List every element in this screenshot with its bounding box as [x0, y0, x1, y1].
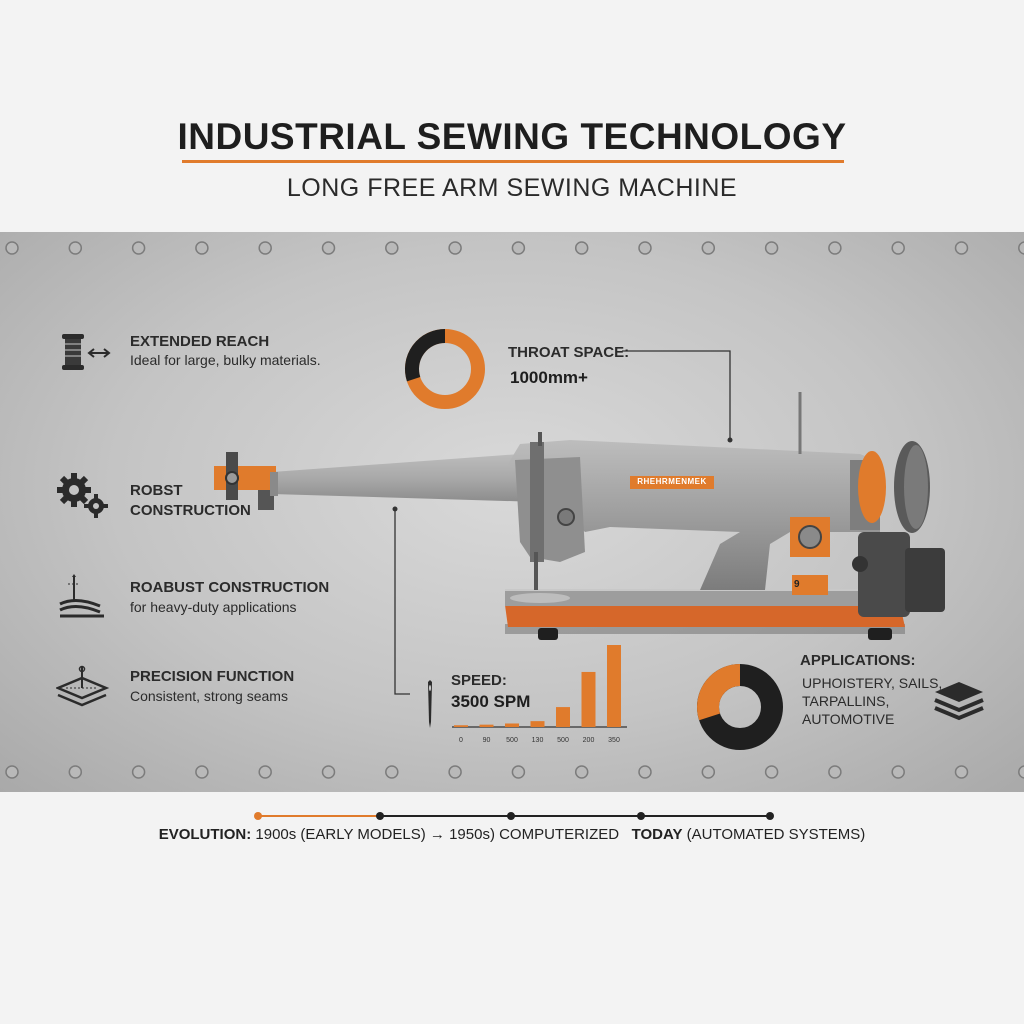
sewing-machine-illustration	[214, 392, 945, 640]
timeline-today: TODAY	[631, 826, 683, 843]
speed-bar	[581, 671, 596, 727]
machine-badge-text: RHEHRMENMEK	[637, 477, 707, 486]
feature-desc: for heavy-duty applications	[130, 599, 297, 615]
gears-icon	[57, 473, 108, 518]
speed-bar	[505, 723, 519, 727]
feature-desc: Ideal for large, bulky materials.	[130, 352, 321, 368]
feature-desc: Consistent, strong seams	[130, 688, 288, 704]
rivet	[954, 765, 969, 779]
rivet	[195, 241, 209, 255]
precision-layers-icon	[56, 665, 110, 707]
speed-bar-label: 90	[483, 737, 491, 744]
timeline-dot	[254, 812, 262, 820]
rivet	[385, 241, 399, 255]
rivet	[638, 765, 652, 779]
speed-bar	[530, 721, 545, 727]
throat-gauge	[405, 329, 485, 409]
rivet	[828, 241, 842, 255]
title-underline	[182, 160, 844, 163]
applications-line-2: TARPALLINS,	[802, 693, 890, 709]
speed-value: 3500 SPM	[451, 692, 531, 711]
speed-bar-label: 500	[557, 737, 569, 744]
rivets-top	[5, 241, 1024, 255]
machine-plate-text: 9	[794, 579, 800, 590]
page-subtitle: LONG FREE ARM SEWING MACHINE	[286, 174, 738, 202]
rivet	[448, 241, 462, 255]
rivet	[954, 241, 969, 255]
rivet	[511, 765, 526, 779]
feature-title: ROBST	[130, 482, 183, 499]
feature-title: EXTENDED REACH	[130, 333, 270, 350]
speed-bar	[607, 645, 621, 727]
throat-space-value: 1000mm+	[510, 368, 588, 387]
timeline-dot	[507, 812, 515, 820]
rivets-bottom	[5, 765, 1024, 779]
rivet	[574, 765, 589, 779]
rivet	[701, 241, 716, 255]
thread-spool-icon	[62, 334, 111, 370]
needle-icon	[428, 680, 432, 728]
timeline-prefix: EVOLUTION:	[158, 826, 252, 843]
rivet	[385, 765, 399, 779]
rivet	[321, 765, 336, 779]
speed-bar-label: 200	[583, 737, 595, 744]
speed-bar	[454, 725, 468, 727]
speed-leader-line	[394, 509, 410, 695]
applications-label: APPLICATIONS:	[800, 652, 916, 669]
metal-panel: 0 90 500 130 500 200 350	[0, 232, 1024, 792]
speed-chart: 0 90 500 130 500 200 350	[452, 645, 627, 744]
machine-badge	[630, 476, 714, 489]
rivet	[638, 241, 652, 255]
speed-bar-label: 350	[608, 737, 620, 744]
speed-bar	[479, 724, 494, 727]
feature-title: PRECISION FUNCTION	[130, 668, 295, 685]
rivet	[1018, 765, 1024, 779]
rivet	[511, 241, 526, 255]
rivet	[574, 241, 589, 255]
timeline-part2: (AUTOMATED SYSTEMS)	[686, 826, 866, 843]
speed-bar-label: 130	[532, 737, 544, 744]
rivet	[891, 765, 905, 779]
rivet	[5, 765, 19, 779]
rivet	[68, 241, 83, 255]
timeline-dot	[376, 812, 384, 820]
throat-space-label: THROAT SPACE:	[508, 344, 630, 361]
rivet	[258, 765, 272, 779]
timeline-dot	[766, 812, 774, 820]
rivet	[5, 241, 19, 255]
rivet	[131, 765, 146, 779]
applications-line-1: UPHOISTERY, SAILS,	[802, 675, 943, 691]
rivet	[68, 765, 83, 779]
rivet	[131, 241, 146, 255]
feature-title-line2: CONSTRUCTION	[130, 502, 251, 519]
throat-leader-line	[622, 350, 731, 440]
timeline-dot	[637, 812, 645, 820]
page-title: INDUSTRIAL SEWING TECHNOLOGY	[177, 116, 847, 157]
fabric-needle-icon	[59, 574, 104, 618]
applications-donut	[697, 664, 783, 750]
rivet	[195, 765, 209, 779]
rivet	[764, 765, 779, 779]
evolution-timeline-text: EVOLUTION: 1900s (EARLY MODELS) → 1950s)…	[0, 826, 1024, 843]
rivet	[258, 241, 272, 255]
panel-graphics: 0 90 500 130 500 200 350	[5, 241, 1024, 779]
applications-line-3: AUTOMOTIVE	[802, 711, 895, 727]
speed-bar-label: 0	[459, 737, 463, 744]
timeline-part1: 1900s (EARLY MODELS) → 1950s) COMPUTERIZ…	[255, 826, 620, 843]
rivet	[448, 765, 462, 779]
rivet	[828, 765, 842, 779]
speed-bar-label: 500	[506, 737, 518, 744]
speed-bar	[556, 707, 570, 727]
stack-layers-icon	[934, 682, 984, 721]
rivet	[321, 241, 336, 255]
speed-label: SPEED:	[451, 672, 507, 689]
timeline-track	[254, 812, 774, 820]
feature-title: ROABUST CONSTRUCTION	[130, 579, 330, 596]
rivet	[701, 765, 716, 779]
rivet	[891, 241, 905, 255]
rivet	[1018, 241, 1024, 255]
rivet	[764, 241, 779, 255]
